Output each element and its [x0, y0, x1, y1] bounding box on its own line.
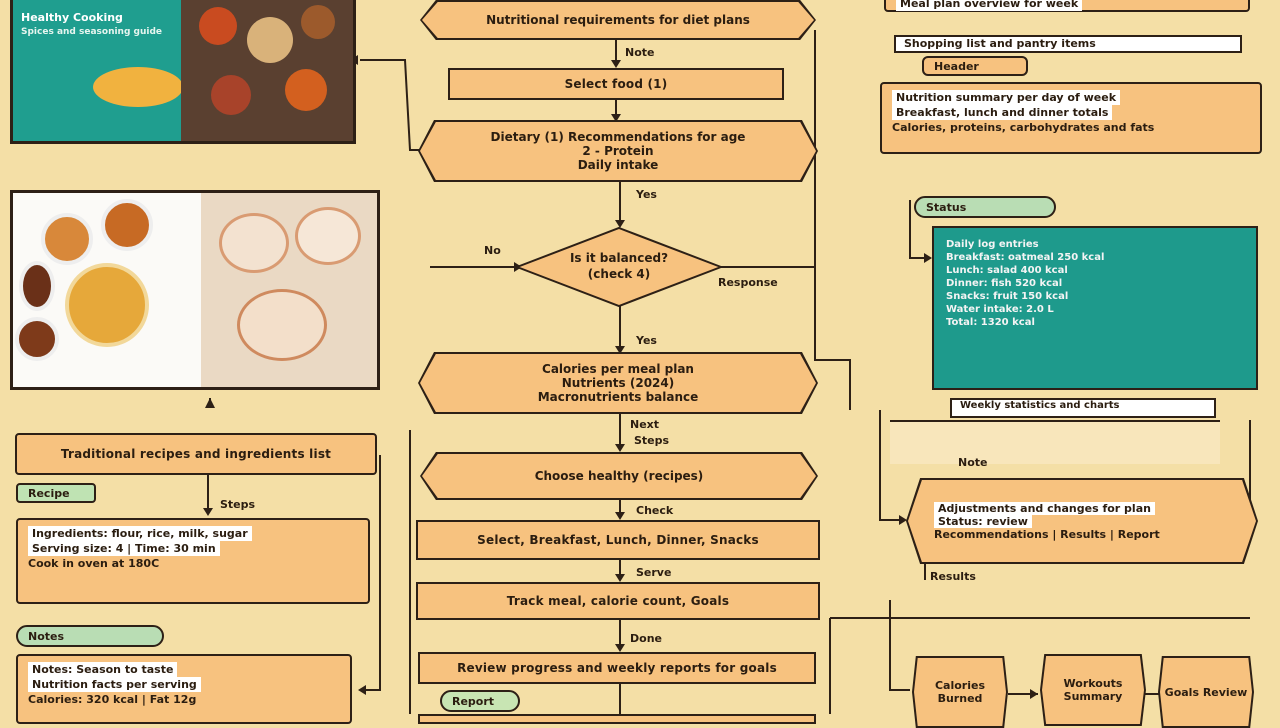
calories-line-3: Macronutrients balance [537, 390, 699, 404]
notes-pill[interactable]: Notes [16, 625, 164, 647]
serve-label: Serve [636, 566, 672, 579]
response-label: Response [718, 276, 778, 289]
status-pill-label: Status [926, 200, 967, 214]
header-pill-label: Header [934, 59, 979, 73]
food-bowls-image [181, 0, 353, 141]
header-pill[interactable]: Header [922, 56, 1028, 76]
bowls-image [13, 193, 201, 387]
screen-base: Weekly statistics and charts [950, 398, 1216, 418]
ingredients-row: Serving size: 4 | Time: 30 min [28, 541, 358, 556]
workouts-label: Workouts Summary [1063, 677, 1123, 703]
report-pill-label: Report [452, 694, 495, 708]
note-label: Note [958, 456, 988, 469]
no-label: No [484, 244, 501, 257]
log-row: Breakfast: oatmeal 250 kcal [946, 252, 1105, 263]
steps-label: Steps [634, 434, 670, 447]
pastries-image [201, 193, 377, 387]
shopping-bar: Shopping list and pantry items [894, 35, 1242, 53]
shopping-bar-label: Shopping list and pantry items [904, 37, 1096, 50]
workouts-node[interactable]: Workouts Summary [1040, 654, 1146, 726]
done-label: Done [630, 632, 662, 645]
track-box[interactable]: Track meal, calorie count, Goals [416, 582, 820, 620]
adjustments-row: Adjustments and changes for plan [934, 501, 1155, 515]
dietary-line-3: Daily intake [577, 158, 659, 172]
select-food-box[interactable]: Select food (1) [448, 68, 784, 100]
spices-photo: Healthy Cooking Spices and seasoning gui… [10, 0, 356, 144]
requirements-node[interactable]: Nutritional requirements for diet plans [420, 0, 816, 40]
photo-title: Healthy Cooking Spices and seasoning gui… [21, 11, 171, 37]
log-row: Water intake: 2.0 L [946, 304, 1054, 315]
screen-base-label: Weekly statistics and charts [960, 400, 1120, 411]
nutrition-summary-panel: Nutrition summary per day of week Breakf… [880, 82, 1262, 154]
overview-row: Meal plan overview for week [896, 0, 1238, 11]
notes-row: Calories: 320 kcal | Fat 12g [28, 693, 197, 706]
recipes-node[interactable]: Choose healthy (recipes) [420, 452, 818, 500]
calories-burned-node[interactable]: Calories Burned [912, 656, 1008, 728]
log-row: Dinner: fish 520 kcal [946, 278, 1063, 289]
flatbread-illustration [93, 67, 183, 107]
pastry-photo [10, 190, 380, 390]
results-label: Results [930, 570, 976, 583]
report-pill[interactable]: Report [440, 690, 520, 712]
log-row: Total: 1320 kcal [946, 317, 1035, 328]
ingredients-panel: Ingredients: flour, rice, milk, sugar Se… [16, 518, 370, 604]
photo-title-text: Healthy Cooking [21, 11, 123, 24]
steps-label-left: Steps [220, 498, 256, 511]
notes-row: Nutrition facts per serving [28, 677, 340, 692]
meals-box-label: Select, Breakfast, Lunch, Dinner, Snacks [477, 533, 759, 547]
meals-box[interactable]: Select, Breakfast, Lunch, Dinner, Snacks [416, 520, 820, 560]
requirements-node-label: Nutritional requirements for diet plans [486, 13, 750, 27]
calories-line-2: Nutrients (2024) [561, 376, 675, 390]
recipes-node-label: Choose healthy (recipes) [534, 469, 704, 483]
calories-burned-label: Calories Burned [934, 679, 986, 705]
summary-row: Breakfast, lunch and dinner totals [892, 105, 1250, 120]
calories-node[interactable]: Calories per meal plan Nutrients (2024) … [418, 352, 818, 414]
notes-panel: Notes: Season to taste Nutrition facts p… [16, 654, 352, 724]
goals-node[interactable]: Goals Review [1158, 656, 1254, 728]
daily-log-screen: Daily log entries Breakfast: oatmeal 250… [932, 226, 1258, 390]
final-box [418, 714, 816, 724]
overview-panel: Meal plan overview for week [884, 0, 1250, 12]
notes-pill-label: Notes [28, 629, 65, 643]
flow-label: Note [625, 46, 655, 59]
adjustments-row: Status: review [934, 514, 1032, 528]
ingredients-row: Cook in oven at 180C [28, 557, 160, 570]
yes-label-1: Yes [636, 188, 657, 201]
calories-line-1: Calories per meal plan [542, 362, 694, 376]
status-pill[interactable]: Status [914, 196, 1056, 218]
adjustments-node[interactable]: Adjustments and changes for plan Status:… [906, 478, 1258, 564]
recipe-pill[interactable]: Recipe [16, 483, 96, 503]
log-row: Snacks: fruit 150 kcal [946, 291, 1069, 302]
next-label: Next [630, 418, 660, 431]
balance-decision[interactable] [515, 226, 723, 308]
goals-label: Goals Review [1164, 685, 1248, 699]
recipe-pill-label: Recipe [28, 486, 70, 500]
notes-row: Notes: Season to taste [28, 662, 340, 677]
log-row: Lunch: salad 400 kcal [946, 265, 1068, 276]
summary-row: Nutrition summary per day of week [892, 90, 1250, 105]
track-box-label: Track meal, calorie count, Goals [506, 594, 730, 608]
check-label: Check [636, 504, 674, 517]
select-food-label: Select food (1) [564, 77, 668, 91]
recipes-box[interactable]: Traditional recipes and ingredients list [15, 433, 377, 475]
review-box[interactable]: Review progress and weekly reports for g… [418, 652, 816, 684]
dietary-line-1: Dietary (1) Recommendations for age [490, 130, 746, 144]
recipes-box-label: Traditional recipes and ingredients list [60, 447, 332, 461]
balance-decision-label: Is it balanced? (check 4) [569, 251, 669, 281]
adjustments-row: Recommendations | Results | Report [934, 527, 1160, 541]
dietary-node[interactable]: Dietary (1) Recommendations for age 2 - … [418, 120, 818, 182]
photo-subtitle-text: Spices and seasoning guide [21, 27, 163, 37]
yes-label-2: Yes [636, 334, 657, 347]
review-box-label: Review progress and weekly reports for g… [457, 661, 777, 675]
summary-row: Calories, proteins, carbohydrates and fa… [892, 121, 1155, 134]
log-row: Daily log entries [946, 239, 1039, 250]
screen-stand [890, 420, 1220, 464]
dietary-line-2: 2 - Protein [582, 144, 654, 158]
ingredients-row: Ingredients: flour, rice, milk, sugar [28, 526, 358, 541]
